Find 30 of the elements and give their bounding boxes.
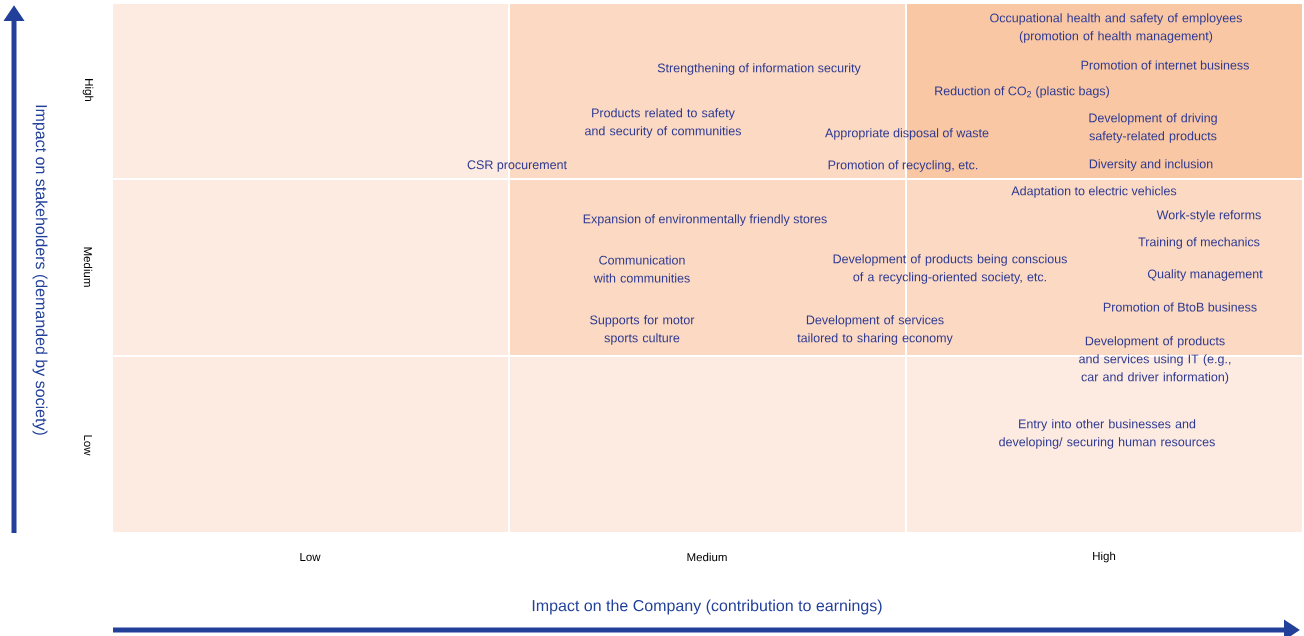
- axis-label: High: [82, 79, 94, 102]
- axis-label: Low: [300, 553, 321, 561]
- topic-label: CSR procurement: [467, 160, 567, 172]
- axis-label: Low: [84, 435, 92, 456]
- topic-label: Development of driving safety-related products: [1089, 113, 1217, 143]
- topic-label: Expansion of environmentally friendly stores: [583, 214, 827, 226]
- topic-label: Promotion of BtoB business: [1103, 302, 1257, 312]
- topic-label: Adaptation to electric vehicles: [1011, 186, 1177, 198]
- topic-label: Development of products being conscious of a recycling-oriented society, etc.: [833, 254, 1067, 284]
- topic-label: Entry into other businesses and developing/ securing human resources: [999, 419, 1215, 449]
- topic-label: Promotion of internet business: [1081, 60, 1249, 70]
- topic-label: Communication with communities: [593, 255, 690, 283]
- topic-label: Occupational health and safety of employees (promotion of health management): [990, 13, 1242, 43]
- axis-label: High: [1093, 551, 1116, 563]
- axis-title: Impact on the Company (contribution to earnings): [532, 599, 882, 615]
- axis-label: Medium: [83, 247, 93, 287]
- topic-label: Supports for motor sports culture: [590, 315, 695, 345]
- topic-label: Reduction of CO$_{2}$ (plastic bags): [935, 86, 1109, 98]
- topic-label: Development of products and services using IT (e.g., car and driver information): [1079, 336, 1231, 384]
- topic-label: Work-style reforms: [1156, 210, 1261, 222]
- topic-label: Products related to safety and security of communities: [585, 108, 742, 138]
- axis-title: Impact on stakeholders (demanded by society): [32, 105, 48, 435]
- topic-label: Diversity and inclusion: [1089, 159, 1213, 171]
- topic-label: Strengthening of information security: [657, 63, 861, 75]
- axis-label: Medium: [687, 552, 727, 562]
- topic-label: Development of services tailored to sharing economy: [797, 315, 953, 345]
- topic-label: Appropriate disposal of waste: [825, 128, 989, 140]
- topic-label: Promotion of recycling, etc.: [828, 160, 978, 172]
- topic-label: Quality management: [1147, 269, 1263, 281]
- topic-label: Training of mechanics: [1138, 237, 1260, 249]
